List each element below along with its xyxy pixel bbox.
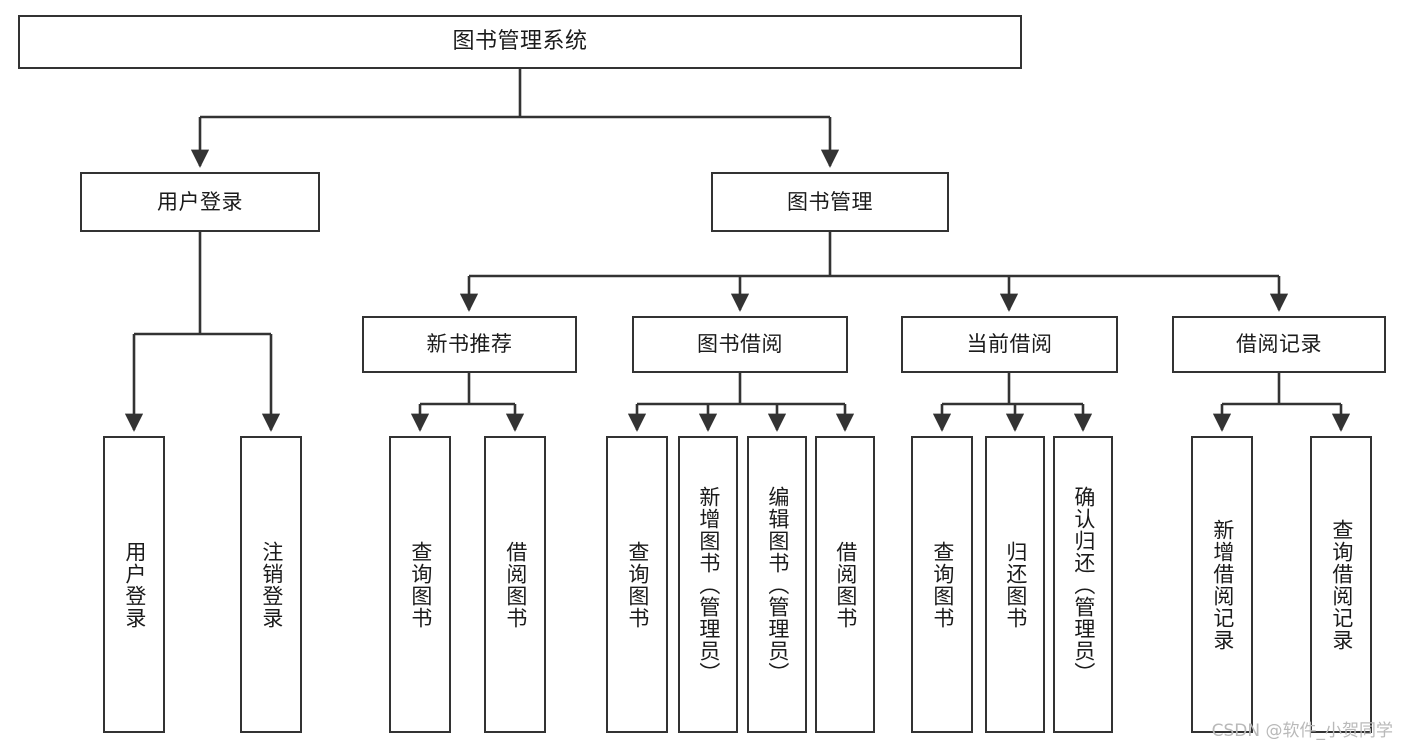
leaf-borrow-edit-book-admin[interactable]: 编辑图书（管理员） (747, 436, 807, 733)
leaf-borrow-query-book[interactable]: 查询图书 (606, 436, 668, 733)
leaf-current-return-book[interactable]: 归还图书 (985, 436, 1045, 733)
node-label: 当前借阅 (966, 332, 1053, 357)
node-label: 新书推荐 (426, 332, 513, 357)
node-label: 查询借阅记录 (1329, 518, 1354, 651)
leaf-current-confirm-return-admin[interactable]: 确认归还（管理员） (1053, 436, 1113, 733)
node-label: 编辑图书（管理员） (765, 485, 790, 684)
leaf-borrow-lend-book[interactable]: 借阅图书 (815, 436, 875, 733)
leaf-records-query-record[interactable]: 查询借阅记录 (1310, 436, 1372, 733)
node-label: 图书管理系统 (452, 29, 588, 55)
node-label: 新增借阅记录 (1210, 518, 1235, 651)
node-book-management[interactable]: 图书管理 (711, 172, 949, 232)
node-new-book-recommend[interactable]: 新书推荐 (362, 316, 577, 373)
node-label: 确认归还（管理员） (1071, 485, 1096, 684)
node-borrow-records[interactable]: 借阅记录 (1172, 316, 1386, 373)
node-label: 图书借阅 (697, 332, 783, 357)
node-label: 图书管理 (787, 189, 873, 214)
leaf-user-logout[interactable]: 注销登录 (240, 436, 302, 733)
node-current-borrow[interactable]: 当前借阅 (901, 316, 1118, 373)
watermark: CSDN @软件_小贺同学 (1211, 721, 1393, 741)
node-label: 用户登录 (122, 540, 147, 629)
node-label: 归还图书 (1003, 540, 1028, 629)
leaf-current-query-book[interactable]: 查询图书 (911, 436, 973, 733)
node-user-login[interactable]: 用户登录 (80, 172, 320, 232)
node-label: 查询图书 (408, 540, 433, 629)
node-book-borrow[interactable]: 图书借阅 (632, 316, 848, 373)
leaf-user-login[interactable]: 用户登录 (103, 436, 165, 733)
node-label: 借阅图书 (833, 540, 858, 629)
node-label: 新增图书（管理员） (696, 485, 721, 684)
leaf-borrow-add-book-admin[interactable]: 新增图书（管理员） (678, 436, 738, 733)
node-label: 借阅记录 (1236, 332, 1322, 357)
node-label: 借阅图书 (503, 540, 528, 629)
leaf-newbook-borrow-book[interactable]: 借阅图书 (484, 436, 546, 733)
leaf-newbook-query-book[interactable]: 查询图书 (389, 436, 451, 733)
node-label: 用户登录 (157, 189, 243, 214)
node-label: 查询图书 (930, 540, 955, 629)
leaf-records-add-record[interactable]: 新增借阅记录 (1191, 436, 1253, 733)
node-root[interactable]: 图书管理系统 (18, 15, 1022, 69)
node-label: 查询图书 (625, 540, 650, 629)
node-label: 注销登录 (259, 540, 284, 629)
